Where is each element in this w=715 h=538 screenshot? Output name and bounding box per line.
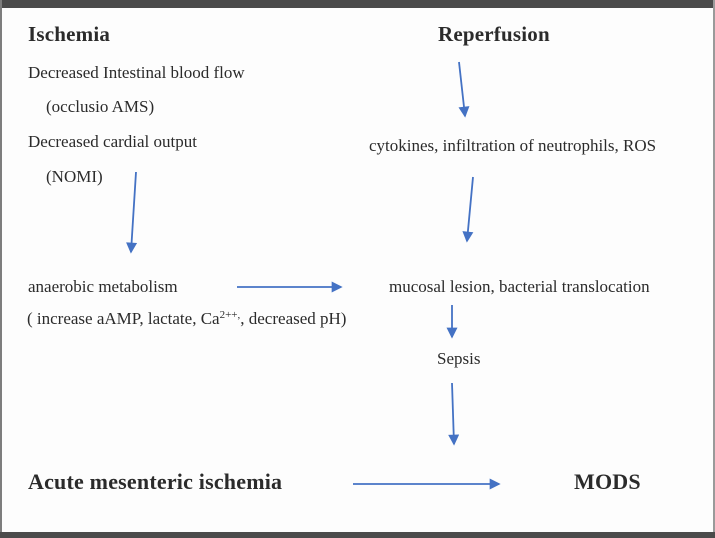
mods-label: MODS (574, 469, 641, 494)
nomi-label: (NOMI) (46, 167, 103, 186)
acute-mesenteric-ischemia-label: Acute mesenteric ischemia (28, 469, 283, 494)
increase-metabolites-label: ( increase aAMP, lactate, Ca2++,, decrea… (27, 309, 346, 329)
increase-prefix: ( increase aAMP, lactate, Ca (27, 309, 220, 328)
increase-suffix: , decreased pH) (240, 309, 347, 328)
calcium-superscript: 2++, (219, 309, 241, 321)
bottom-border-bar (0, 532, 715, 538)
arrow-sepsis-to-mods (448, 382, 460, 446)
occlusio-ams-label: (occlusio AMS) (46, 97, 155, 116)
sepsis-label: Sepsis (437, 349, 481, 368)
ischemia-heading: Ischemia (28, 22, 111, 46)
anaerobic-metabolism-label: anaerobic metabolism (28, 277, 178, 296)
cytokines-label: cytokines, infiltration of neutrophils, … (369, 136, 657, 155)
mucosal-lesion-label: mucosal lesion, bacterial translocation (389, 277, 650, 296)
decreased-blood-flow-label: Decreased Intestinal blood flow (28, 63, 245, 82)
arrow-ischemia-to-anaerobic (126, 171, 138, 254)
arrow-reperfusion-to-cytokines (458, 61, 470, 118)
top-border-bar (0, 0, 715, 8)
left-border (0, 0, 2, 538)
arrow-cytokines-to-mucosal (462, 176, 474, 243)
right-border (713, 0, 715, 538)
reperfusion-heading: Reperfusion (438, 22, 550, 46)
decreased-cardial-output-label: Decreased cardial output (28, 132, 197, 151)
